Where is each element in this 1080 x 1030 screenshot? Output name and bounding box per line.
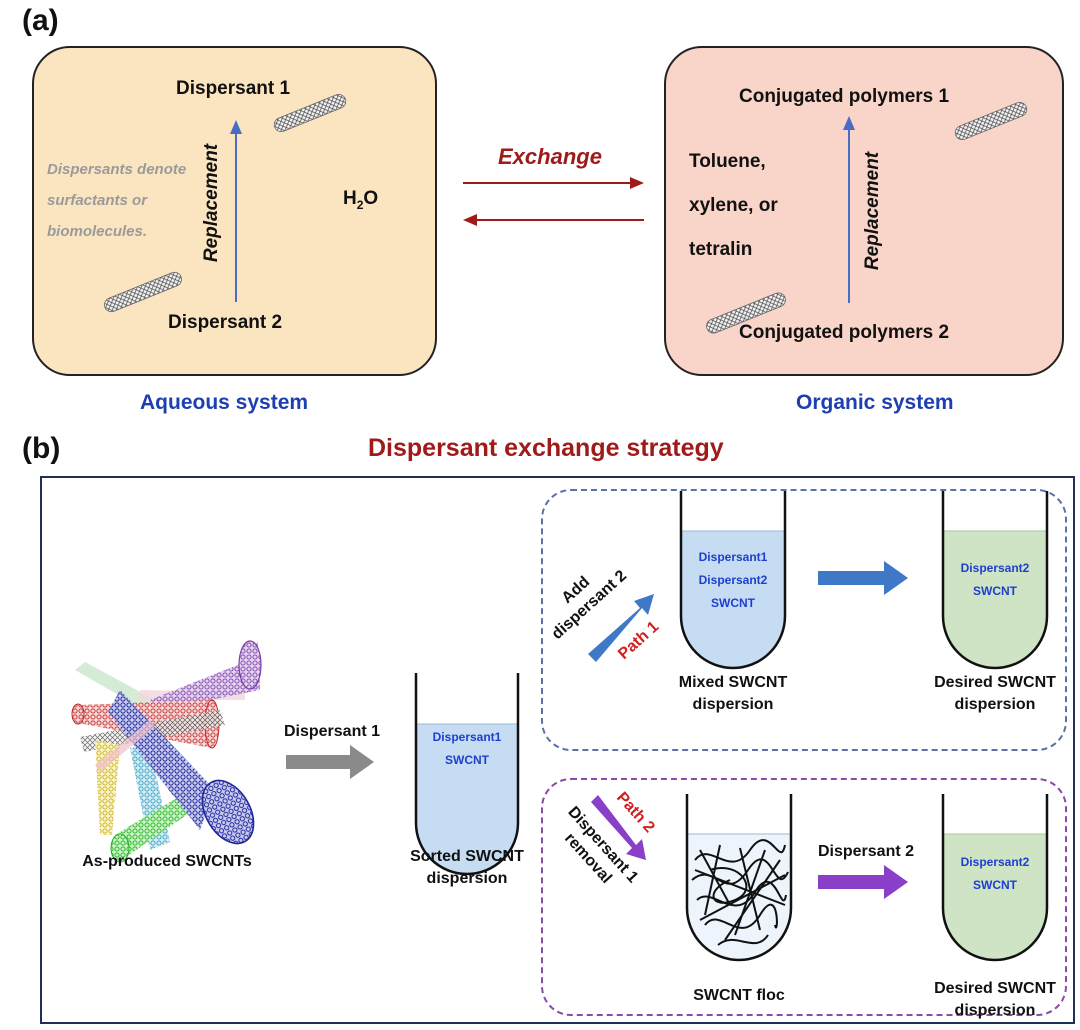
solvent-line-2: xylene, or [689,195,778,216]
note-line-2: surfactants or [47,192,148,209]
desired-1-label-line-2: dispersion [954,696,1036,713]
arrow-right-icon [630,177,644,189]
aqueous-system-box [32,46,437,376]
nanotube-icon [104,271,182,313]
test-tube-desired-2 [941,794,1049,962]
nanotube-icon [273,93,347,133]
path-1-frame [541,489,1067,751]
mixed-tube-line-2: Dispersant2 [698,573,768,587]
panel-b-letter: (b) [22,432,61,465]
arrow-left-icon [463,214,477,226]
note-line-1: Dispersants denote [47,161,187,178]
desired-2-label-line-1: Desired SWCNT [934,980,1056,997]
as-produced-label: As-produced SWCNTs [82,853,252,870]
nanotube-icon [954,101,1028,141]
test-tube-desired-1 [941,491,1049,670]
strategy-frame [40,476,1075,1024]
organic-system-label: Organic system [796,391,954,414]
swcnt-floc-label: SWCNT floc [693,987,785,1004]
floc-icon [691,839,789,946]
dispersant-note: Dispersants denote surfactants or biomol… [47,154,186,247]
step-dispersant-1: Dispersant 1 [283,723,381,740]
arrow-up-icon [843,116,855,130]
mixed-label-line-1: Mixed SWCNT [678,674,788,691]
path-2-frame [541,778,1067,1016]
solvent-line-3: tetralin [689,239,753,260]
sorted-label-line-2: dispersion [426,870,508,887]
desired-2-label-line-2: dispersion [954,1002,1036,1019]
desired-dispersion-label-1: Desired SWCNT dispersion [905,672,1080,716]
test-tube-mixed [679,491,787,670]
sorted-dispersion-label: Sorted SWCNT dispersion [377,846,557,890]
sorted-label-line-1: Sorted SWCNT [410,848,524,865]
aqueous-dispersant-1: Dispersant 1 [176,78,291,99]
test-tube-floc [685,794,793,962]
desired-tube-2-contents: Dispersant2 SWCNT [943,851,1047,897]
sorted-tube-line-2: SWCNT [445,753,489,767]
arrow-up-icon [230,120,242,134]
mixed-tube-contents: Dispersant1 Dispersant2 SWCNT [681,546,785,615]
swcnt-bundle-icon [71,640,262,863]
panel-a-letter: (a) [22,4,59,37]
desired-1-label-line-1: Desired SWCNT [934,674,1056,691]
solvent-line-1: Toluene, [689,151,766,172]
note-line-3: biomolecules. [47,223,148,240]
mixed-tube-line-1: Dispersant1 [698,550,768,564]
aqueous-system-label: Aqueous system [140,391,309,414]
conjugated-polymers-2: Conjugated polymers 2 [739,322,950,343]
arrow-right-icon [818,561,908,595]
nanotube-icon [706,292,786,334]
sorted-tube-line-1: Dispersant1 [432,730,502,744]
step-dispersant-2: Dispersant 2 [817,843,915,860]
exchange-label: Exchange [498,144,602,169]
arrow-right-icon [818,865,908,899]
desired-dispersion-label-2: Desired SWCNT dispersion [905,978,1080,1022]
path-2-arrow-icon [591,795,646,860]
desired-tube-1-line-2: SWCNT [973,584,1017,598]
strategy-title: Dispersant exchange strategy [368,434,724,462]
mixed-label-line-2: dispersion [692,696,774,713]
water-label: H2O [343,188,379,212]
sorted-tube-contents: Dispersant1 SWCNT [416,726,518,772]
desired-tube-1-contents: Dispersant2 SWCNT [943,557,1047,603]
path-1-arrow-icon [588,594,654,662]
aqueous-dispersant-2: Dispersant 2 [168,312,283,333]
mixed-dispersion-label: Mixed SWCNT dispersion [648,672,818,716]
mixed-tube-line-3: SWCNT [711,596,755,610]
solvent-list: Toluene, xylene, or tetralin [689,140,778,272]
desired-tube-1-line-1: Dispersant2 [960,561,1030,575]
test-tube-sorted [414,673,520,876]
arrow-right-icon [286,745,374,779]
conjugated-polymers-1: Conjugated polymers 1 [739,86,950,107]
desired-tube-2-line-1: Dispersant2 [960,855,1030,869]
desired-tube-2-line-2: SWCNT [973,878,1017,892]
